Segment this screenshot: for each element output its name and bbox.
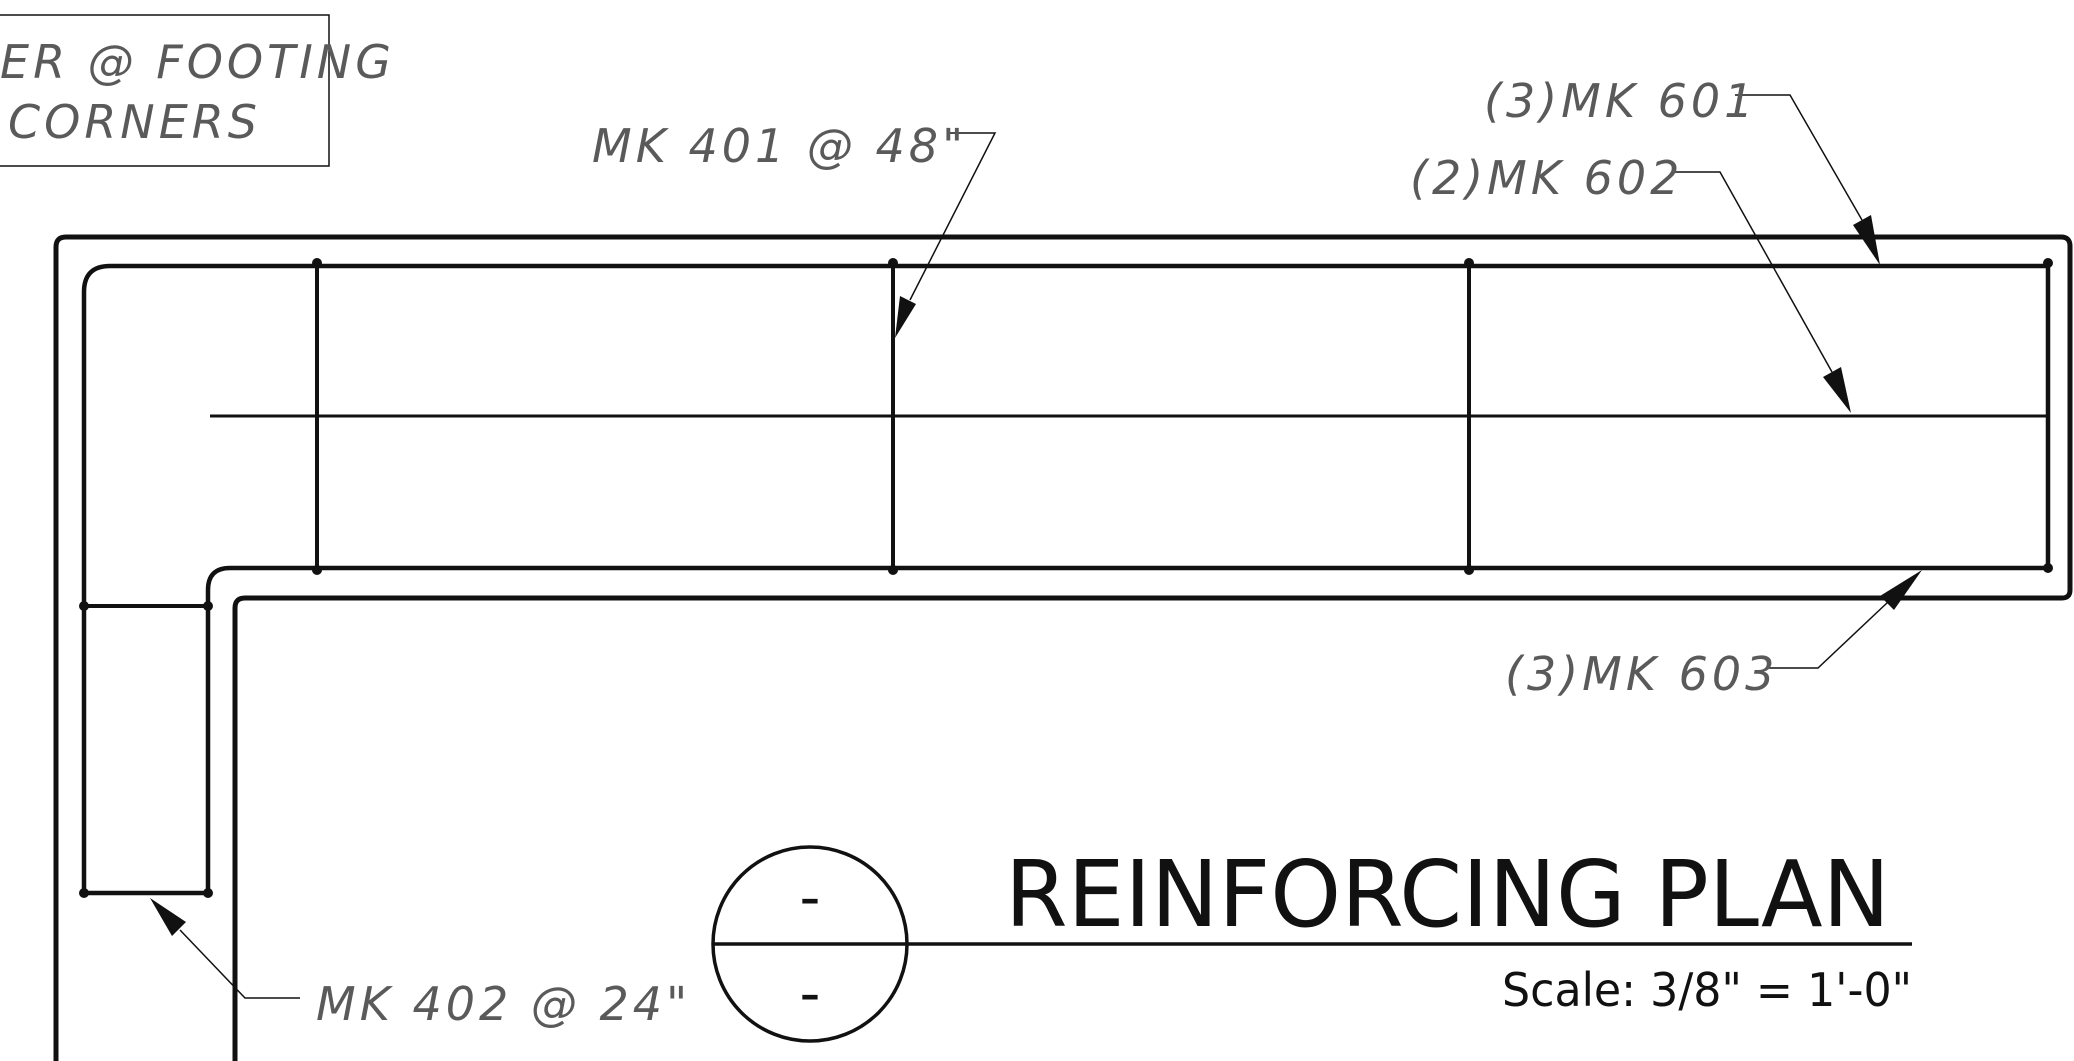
leader-line [1768,601,1889,669]
bar-dot [203,888,213,898]
drawing-title: REINFORCING PLAN [1005,841,1890,948]
corner-bar-note: ER @ FOOTING CORNERS [0,14,395,167]
perimeter-bar-loop [81,263,2051,896]
callout-mk-602: (2)MK 602 [1410,151,1683,205]
leader-line [909,132,997,301]
mk-401-ties [315,262,1471,570]
bar-dots [79,258,2053,898]
drawing-scale: Scale: 3/8" = 1'-0" [1502,963,1912,1017]
leader-mk-601: (3)MK 601 [1484,74,1880,265]
bar-dot [312,258,322,268]
bar-dot [2043,563,2053,573]
callout-mk-402: MK 402 @ 24" [316,977,691,1031]
callout-mk-401: MK 401 @ 48" [592,119,967,173]
leader-mk-402: MK 402 @ 24" [150,898,691,1031]
bar-dot [1464,258,1474,268]
bar-dot [888,565,898,575]
leader-line [1672,171,1833,373]
bar-dot [79,601,89,611]
bar-dot [1464,565,1474,575]
bar-dot [312,565,322,575]
leader-mk-603: (3)MK 603 [1505,570,1922,701]
arrowhead [1880,570,1922,610]
detail-number: - [800,863,821,931]
arrowhead [1823,367,1851,413]
leader-mk-401: MK 401 @ 48" [592,119,997,338]
callout-mk-601: (3)MK 601 [1484,74,1757,128]
sheet-number: - [800,959,821,1027]
leader-mk-602: (2)MK 602 [1410,151,1851,413]
footing-outline [53,234,2073,1061]
note-box [0,14,330,167]
bar-dot [2043,258,2053,268]
arrowhead [895,296,916,338]
bar-dot [79,888,89,898]
arrowhead [150,898,186,936]
leader-line [1735,94,1863,221]
leader-line [179,929,300,999]
bar-dot [203,601,213,611]
title-block: - - REINFORCING PLAN Scale: 3/8" = 1'-0" [711,841,1912,1043]
note-line-1: ER @ FOOTING [0,35,395,89]
callout-mk-603: (3)MK 603 [1505,647,1778,701]
note-line-2: CORNERS [8,95,261,149]
bar-dot [888,258,898,268]
arrowhead [1853,215,1880,265]
